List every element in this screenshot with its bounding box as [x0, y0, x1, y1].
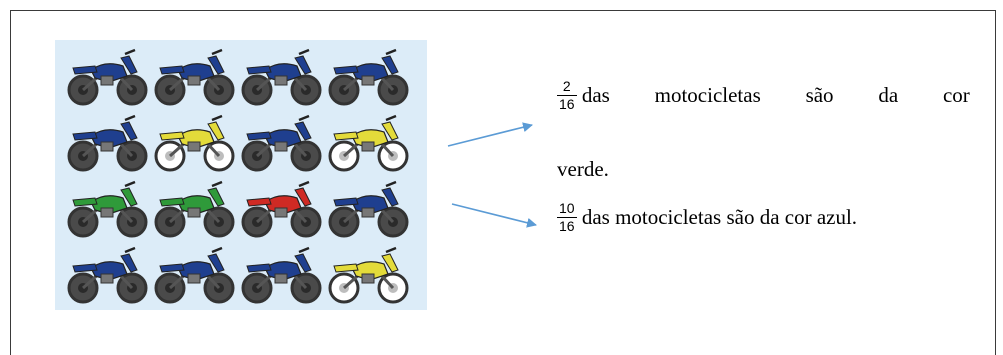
green-fraction: 2 16 — [557, 78, 577, 113]
motorcycle-picture — [55, 40, 427, 310]
word: cor — [942, 83, 970, 107]
blue-motorcycle-icon — [239, 244, 325, 308]
arrow-to-blue-statement — [451, 203, 537, 228]
blue-motorcycle-icon — [326, 178, 412, 242]
word: são — [805, 83, 834, 107]
word: das — [581, 83, 610, 107]
blue-denominator: 16 — [559, 218, 575, 234]
yellow-motorcycle-icon — [326, 244, 412, 308]
yellow-motorcycle-icon — [326, 112, 412, 176]
blue-motorcycle-icon — [152, 244, 238, 308]
green-numerator: 2 — [557, 78, 577, 96]
green-fraction-statement: 2 16 das motocicletas são da cor — [557, 78, 977, 113]
green-motorcycle-icon — [152, 178, 238, 242]
green-motorcycle-icon — [65, 178, 151, 242]
blue-fraction-statement: 10 16 das motocicletas são da cor azul. — [557, 200, 857, 235]
green-denominator: 16 — [559, 96, 575, 112]
green-statement-continuation: verde. — [557, 157, 609, 181]
blue-motorcycle-icon — [239, 46, 325, 110]
arrow-to-green-statement — [447, 122, 533, 147]
yellow-motorcycle-icon — [152, 112, 238, 176]
blue-motorcycle-icon — [65, 112, 151, 176]
blue-numerator: 10 — [557, 200, 577, 218]
red-motorcycle-icon — [239, 178, 325, 242]
blue-motorcycle-icon — [152, 46, 238, 110]
word: motocicletas — [654, 83, 761, 107]
word: da — [878, 83, 899, 107]
blue-motorcycle-icon — [326, 46, 412, 110]
blue-motorcycle-icon — [65, 46, 151, 110]
motorcycle-grid — [65, 46, 415, 308]
content-frame — [10, 10, 996, 355]
blue-motorcycle-icon — [65, 244, 151, 308]
blue-motorcycle-icon — [239, 112, 325, 176]
arrows — [447, 122, 537, 228]
blue-fraction: 10 16 — [557, 200, 577, 235]
blue-statement-text: das motocicletas são da cor azul. — [581, 205, 858, 229]
